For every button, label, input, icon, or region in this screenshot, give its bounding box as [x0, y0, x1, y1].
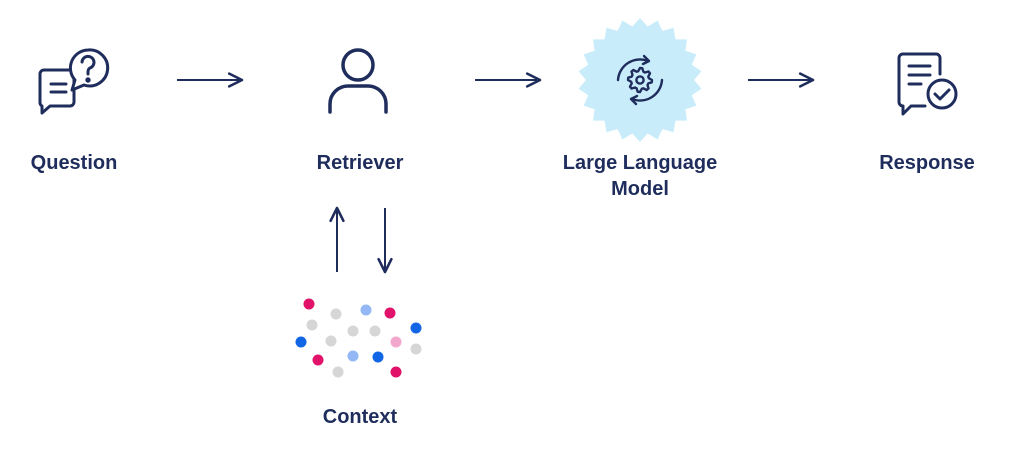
- context-dot: [325, 335, 337, 347]
- context-label: Context: [322, 406, 398, 428]
- context-dot: [410, 322, 422, 334]
- context-dot: [306, 319, 318, 331]
- context-dot: [330, 308, 342, 320]
- context-dot: [347, 350, 359, 362]
- response-label: Response: [879, 152, 975, 174]
- context-dot: [347, 325, 359, 337]
- context-dot: [312, 354, 324, 366]
- context-dot: [410, 343, 422, 355]
- context-dot: [390, 336, 402, 348]
- gear-cycle-icon: [578, 18, 702, 142]
- question-chat-icon: [38, 48, 110, 115]
- person-icon: [328, 48, 388, 114]
- question-label: Question: [30, 152, 118, 174]
- context-dot: [303, 298, 315, 310]
- context-dot: [372, 351, 384, 363]
- context-dot: [360, 304, 372, 316]
- retriever-label: Retriever: [316, 152, 404, 174]
- llm-label: Large Language Model: [562, 152, 718, 200]
- context-dot: [332, 366, 344, 378]
- context-dot: [390, 366, 402, 378]
- context-dot: [369, 325, 381, 337]
- document-check-icon: [897, 52, 958, 116]
- context-dot: [384, 307, 396, 319]
- data-dots-icon: [295, 298, 422, 378]
- context-dot: [295, 336, 307, 348]
